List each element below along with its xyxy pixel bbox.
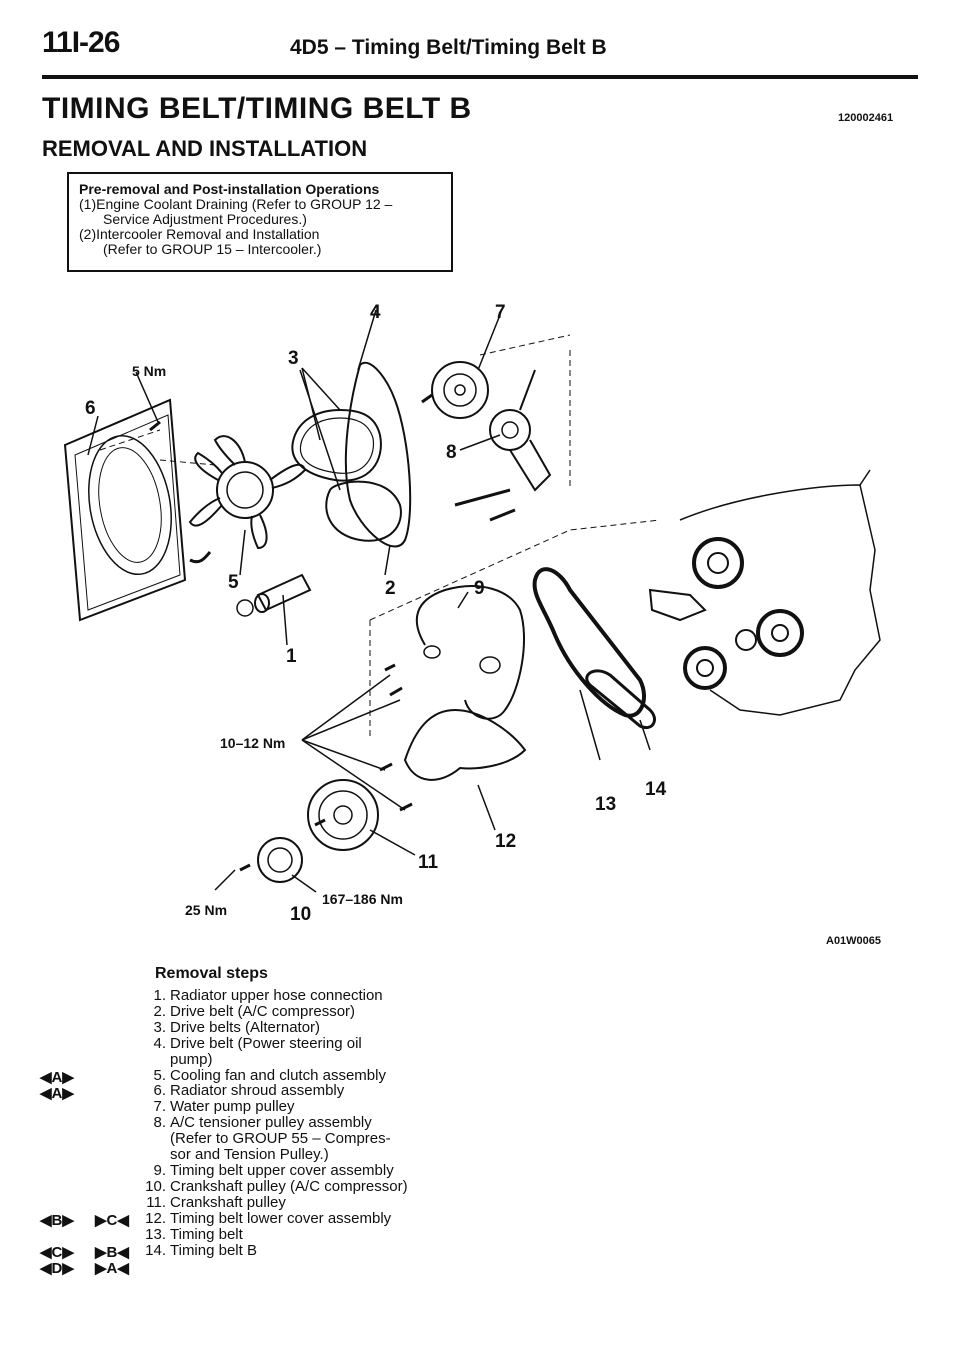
figure-code: A01W0065 — [826, 935, 882, 947]
step-12: 12.Timing belt lower cover assembly — [145, 1209, 392, 1227]
marker-step-13-a: ◀C▶ — [40, 1244, 74, 1261]
header-divider — [42, 75, 918, 79]
torque-5nm: 5 Nm — [132, 363, 166, 379]
marker-step-14-a: ◀D▶ — [40, 1260, 74, 1277]
label-9: 9 — [474, 578, 485, 599]
crankshaft-pulleys — [239, 779, 379, 883]
label-3: 3 — [288, 348, 299, 369]
page-header-title: 4D5 – Timing Belt/Timing Belt B — [290, 36, 607, 59]
step-10: 10.Crankshaft pulley (A/C compressor) — [145, 1177, 408, 1195]
operations-item-2-cont: (Refer to GROUP 15 – Intercooler.) — [103, 241, 322, 257]
torque-10-12nm: 10–12 Nm — [220, 735, 285, 751]
water-pump-pulley — [421, 361, 489, 419]
exploded-view-diagram: 4 7 3 5 Nm 6 8 5 2 9 1 10–12 Nm 14 13 12… — [63, 302, 881, 925]
label-7: 7 — [495, 302, 506, 323]
marker-step-14-b: ▶A◀ — [95, 1260, 129, 1277]
label-13: 13 — [595, 794, 616, 815]
engine-block-outline — [679, 469, 881, 716]
operations-box: Pre-removal and Post-installation Operat… — [67, 172, 453, 272]
step-2: 2.Drive belt (A/C compressor) — [153, 1002, 356, 1020]
step-11: 11.Crankshaft pulley — [146, 1193, 286, 1211]
timing-belt-lower-cover — [403, 708, 527, 781]
step-13: 13.Timing belt — [145, 1225, 243, 1243]
guide-lines — [99, 334, 661, 740]
radiator-shroud — [63, 398, 187, 622]
operations-item-1-cont: Service Adjustment Procedures.) — [103, 211, 307, 227]
section-title: TIMING BELT/TIMING BELT B — [42, 92, 472, 125]
operations-item-1: (1)Engine Coolant Draining (Refer to GRO… — [79, 196, 393, 212]
label-11: 11 — [418, 852, 439, 873]
timing-belt — [532, 567, 646, 718]
leader-lines — [87, 309, 651, 893]
label-8: 8 — [446, 442, 457, 463]
label-14: 14 — [645, 779, 667, 800]
section-code: 120002461 — [838, 112, 894, 124]
step-14: 14.Timing belt B — [145, 1241, 257, 1259]
label-12: 12 — [495, 831, 516, 852]
label-1: 1 — [286, 646, 297, 667]
label-5: 5 — [228, 572, 239, 593]
step-1: 1.Radiator upper hose connection — [153, 987, 383, 1004]
step-7: 7.Water pump pulley — [153, 1098, 295, 1116]
label-6: 6 — [85, 398, 96, 419]
timing-belt-upper-cover — [415, 585, 526, 720]
marker-step-13-b: ▶B◀ — [95, 1244, 129, 1261]
ac-tensioner — [454, 369, 552, 522]
torque-25nm: 25 Nm — [185, 902, 227, 918]
drive-belts — [291, 361, 412, 548]
operations-item-2: (2)Intercooler Removal and Installation — [79, 226, 320, 242]
torque-167-186nm: 167–186 Nm — [322, 891, 403, 907]
marker-step-6: ◀A▶ — [40, 1085, 74, 1102]
cover-bolts — [149, 420, 413, 812]
page-number: 11I-26 — [42, 26, 120, 59]
step-5: 5.Cooling fan and clutch assembly — [153, 1066, 386, 1084]
label-10: 10 — [290, 904, 311, 925]
marker-step-11-b: ▶C◀ — [95, 1212, 129, 1229]
label-4: 4 — [370, 302, 381, 323]
step-8: 8.A/C tensioner pulley assembly(Refer to… — [153, 1114, 391, 1164]
marker-step-11-a: ◀B▶ — [40, 1212, 74, 1229]
marker-step-5: ◀A▶ — [40, 1069, 74, 1086]
timing-belt-b — [585, 669, 656, 729]
cooling-fan — [188, 435, 307, 564]
engine-sprockets — [648, 537, 804, 690]
step-9: 9.Timing belt upper cover assembly — [153, 1161, 394, 1179]
step-6: 6.Radiator shroud assembly — [153, 1082, 345, 1100]
label-2: 2 — [385, 578, 396, 599]
step-3: 3.Drive belts (Alternator) — [153, 1018, 321, 1036]
removal-steps-title: Removal steps — [155, 965, 268, 982]
radiator-hose — [236, 573, 312, 617]
section-subtitle: REMOVAL AND INSTALLATION — [42, 136, 368, 161]
removal-steps-list: 1.Radiator upper hose connection 2.Drive… — [140, 988, 660, 1258]
operations-title: Pre-removal and Post-installation Operat… — [79, 181, 380, 197]
